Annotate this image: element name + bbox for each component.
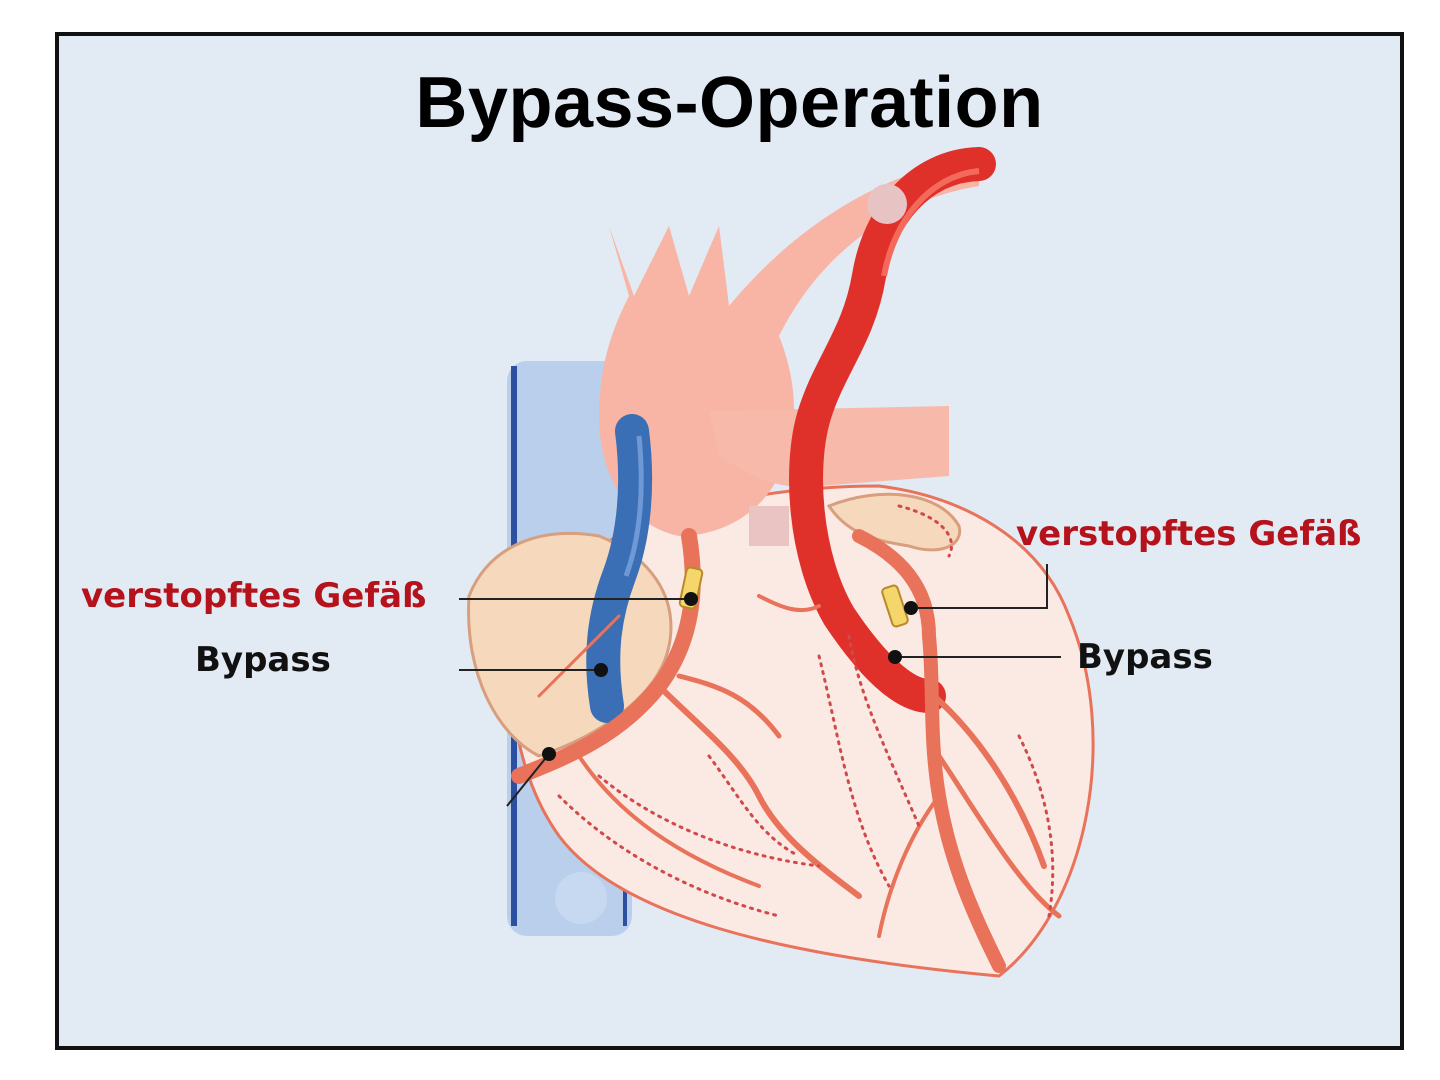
arterial-bypass xyxy=(789,147,996,713)
aorta xyxy=(599,156,979,546)
label-left-blocked-vessel: verstopftes Gefäß xyxy=(81,576,427,616)
heart-illustration xyxy=(459,147,1095,978)
slide: Bypass-Operation xyxy=(55,32,1404,1050)
anchor-dots xyxy=(542,592,918,761)
page-title: Bypass-Operation xyxy=(415,63,1044,143)
venous-bypass xyxy=(586,414,653,723)
label-right-bypass: Bypass xyxy=(1077,637,1213,677)
leader-lines xyxy=(459,564,1061,807)
capillaries xyxy=(557,504,1055,918)
label-right-blocked-vessel: verstopftes Gefäß xyxy=(1016,514,1362,554)
label-left-bypass: Bypass xyxy=(195,640,331,680)
